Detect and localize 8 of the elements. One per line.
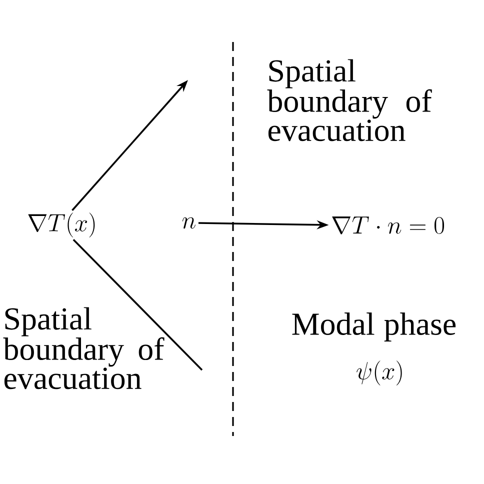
boundary-label: Spatial boundary of evacuation <box>267 59 432 142</box>
formula: $\nabla T(x)$ <box>28 212 95 238</box>
line <box>72 238 203 371</box>
formula: $\nabla T \cdot n = 0$ <box>332 216 444 234</box>
formula: $n$ <box>182 217 196 229</box>
boundary-label: Spatial boundary of evacuation <box>3 307 164 390</box>
formula: $\psi(x)$ <box>356 360 402 386</box>
phase-label: Modal phase <box>292 312 456 342</box>
